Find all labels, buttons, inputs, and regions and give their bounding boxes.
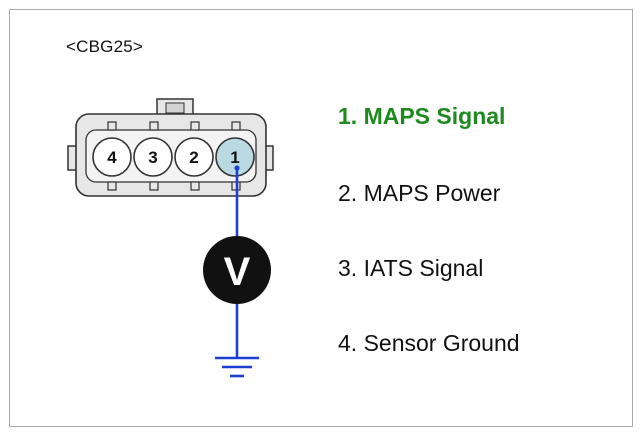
voltmeter-circle bbox=[203, 236, 271, 304]
pin-1-number: 1 bbox=[230, 148, 239, 167]
pin-4-circle bbox=[92, 137, 132, 177]
voltmeter-icon: V bbox=[203, 236, 271, 304]
probe-contact-point bbox=[234, 165, 240, 171]
pin-4-label: 4. Sensor Ground bbox=[338, 330, 520, 356]
pin-1-label: 1. MAPS Signal bbox=[338, 103, 506, 129]
ground-icon bbox=[215, 356, 259, 378]
pin-4-number: 4 bbox=[107, 148, 117, 167]
pin-1: 1 bbox=[215, 137, 255, 177]
pin-2-number: 2 bbox=[189, 148, 198, 167]
pin-3: 3 bbox=[133, 137, 173, 177]
pin-2-label: 2. MAPS Power bbox=[338, 180, 501, 206]
pin-3-circle bbox=[133, 137, 173, 177]
pin-2: 2 bbox=[174, 137, 214, 177]
diagram-frame bbox=[9, 9, 633, 427]
pin-1-circle bbox=[215, 137, 255, 177]
pin-3-label: 3. IATS Signal bbox=[338, 255, 484, 281]
pin-3-number: 3 bbox=[148, 148, 157, 167]
connector-id-label: <CBG25> bbox=[66, 37, 144, 56]
connector-ribs bbox=[107, 121, 241, 191]
pin-4: 4 bbox=[92, 137, 132, 177]
pin-2-circle bbox=[174, 137, 214, 177]
voltmeter-symbol: V bbox=[224, 250, 251, 294]
